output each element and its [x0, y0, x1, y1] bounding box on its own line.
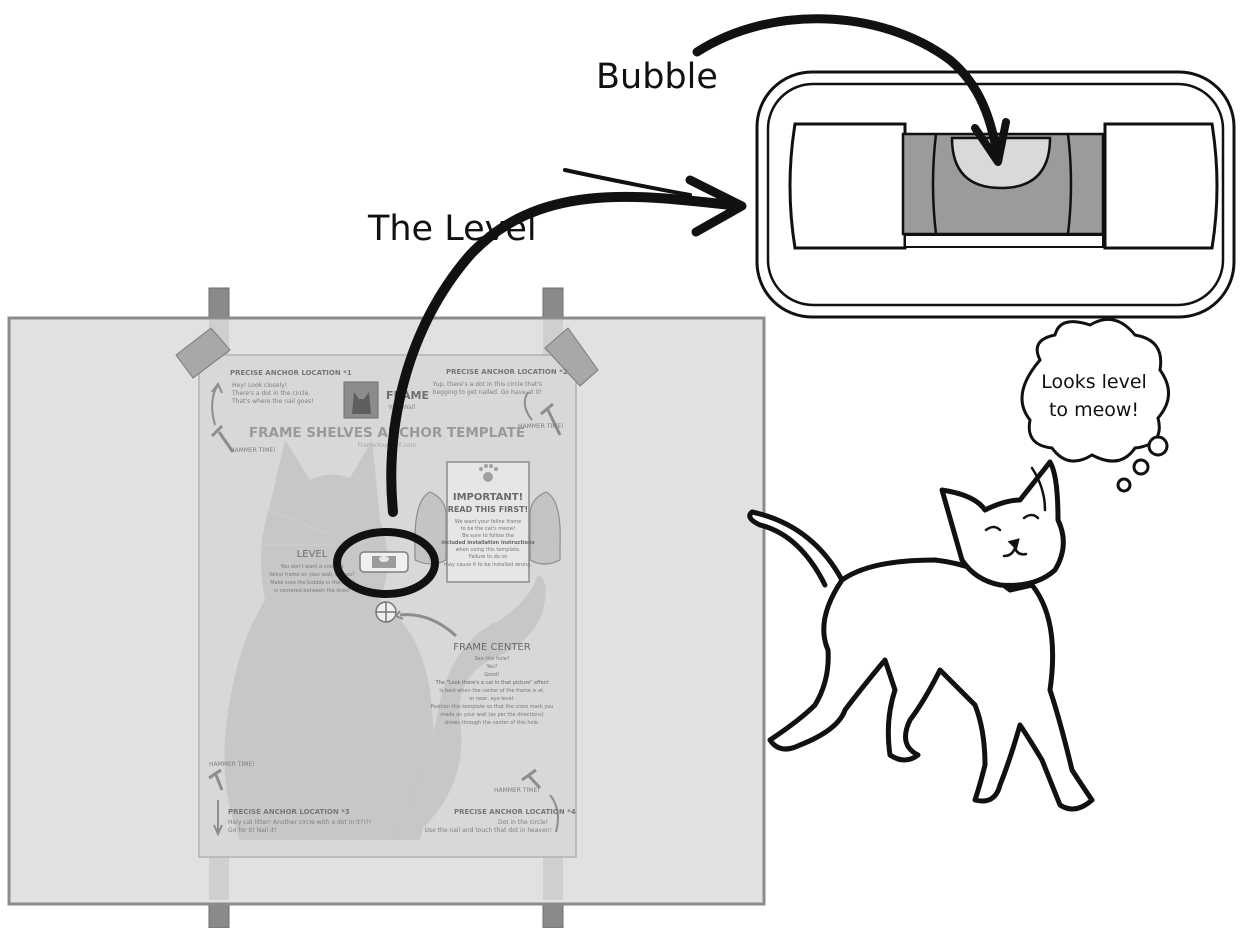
paw-icon [479, 464, 498, 482]
frame-center-hole [375, 601, 397, 623]
important-subheading: READ THIS FIRST! [448, 505, 528, 514]
hammer-time-label: HAMMER TIME! [230, 447, 276, 454]
level-line: feline frame on your wall, do you? [269, 572, 355, 578]
important-line: We want your feline frame [455, 519, 521, 525]
thought-line: to meow! [1049, 399, 1139, 421]
bubble-label: Bubble [596, 57, 718, 97]
anchor-3-line: Holy cat litter! Another circle with a d… [228, 819, 371, 826]
anchor-3-label: PRECISE ANCHOR LOCATION *3 [228, 808, 350, 816]
cat-silhouette [224, 440, 546, 840]
important-line: may cause it to be installed wrong. [444, 562, 532, 568]
frame-center-line: Yes? [486, 664, 498, 670]
hammer-time-label: HAMMER TIME! [209, 761, 255, 768]
anchor-2-line: begging to get nailed. Go have at it! [433, 389, 542, 396]
anchor-4-label: PRECISE ANCHOR LOCATION *4 [454, 808, 576, 816]
template-website: FrameYourWall.com [358, 442, 417, 449]
anchor-1-line: That's where the nail goes! [231, 398, 314, 405]
hammer-icon [208, 402, 562, 791]
frame-center-line: Good! [484, 672, 499, 678]
level-line: Make sure the bubble in the level [270, 580, 354, 586]
frame-center-line: Position this template so that the cross… [431, 704, 554, 710]
cat-drawing [747, 459, 1095, 812]
cat-face [984, 466, 1047, 558]
template-title: FRAME SHELVES ANCHOR TEMPLATE [249, 425, 525, 441]
important-line: when using this template. [455, 547, 520, 553]
frame-center-line: or near, eye level. [469, 696, 515, 702]
magnified-level [755, 70, 1236, 319]
hammer-time-label: HAMMER TIME! [494, 787, 540, 794]
the-level-label: The Level [367, 209, 537, 249]
arrow-to-level [386, 168, 747, 517]
arrow-to-bubble [692, 14, 1010, 166]
highlight-circle [333, 528, 439, 598]
anchor-2-label: PRECISE ANCHOR LOCATION *2 [446, 368, 568, 376]
hammer-time-label: HAMMER TIME! [518, 423, 564, 430]
level-line: You don't want a crooked [280, 564, 344, 570]
important-line: included installation instructions [441, 540, 534, 546]
frame-center-line: made on your wall (as per the directions… [440, 712, 543, 718]
frame-center-line: shows through the center of this hole. [444, 720, 540, 726]
frame-center-line: is best when the center of the frame is … [439, 688, 545, 694]
important-heading: IMPORTANT! [453, 492, 523, 503]
thought-bubble [1020, 317, 1170, 493]
template-level-graphic [359, 551, 409, 573]
brand-logo [343, 381, 379, 419]
anchor-4-line: Use the nail and touch that dot in heave… [425, 827, 552, 834]
anchor-3-line: Go for it! Nail it! [228, 827, 277, 834]
frame-center-line: The "Look there's a cat in that picture"… [435, 680, 549, 686]
tape-strips [175, 327, 599, 387]
important-line: to be the cat's meow! [461, 526, 516, 532]
anchor-1-line: There's a dot in the circle. [231, 390, 310, 397]
level-heading: LEVEL [297, 549, 328, 560]
anchor-2-line: Yup, there's a dot in this circle that's [432, 381, 542, 388]
frame-center-heading: FRAME CENTER [453, 642, 530, 653]
anchor-4-line: Dot in the circle! [498, 819, 548, 826]
anchor-1-line: Hey! Look closely! [232, 382, 287, 389]
frame-center-line: See this hole? [475, 656, 510, 662]
important-line: Be sure to follow the [462, 533, 514, 539]
anchor-1-label: PRECISE ANCHOR LOCATION *1 [230, 369, 352, 377]
level-line: is centered between the lines! [274, 588, 350, 594]
thought-line: Looks level [1041, 371, 1147, 393]
important-line: Failure to do so [469, 554, 507, 560]
